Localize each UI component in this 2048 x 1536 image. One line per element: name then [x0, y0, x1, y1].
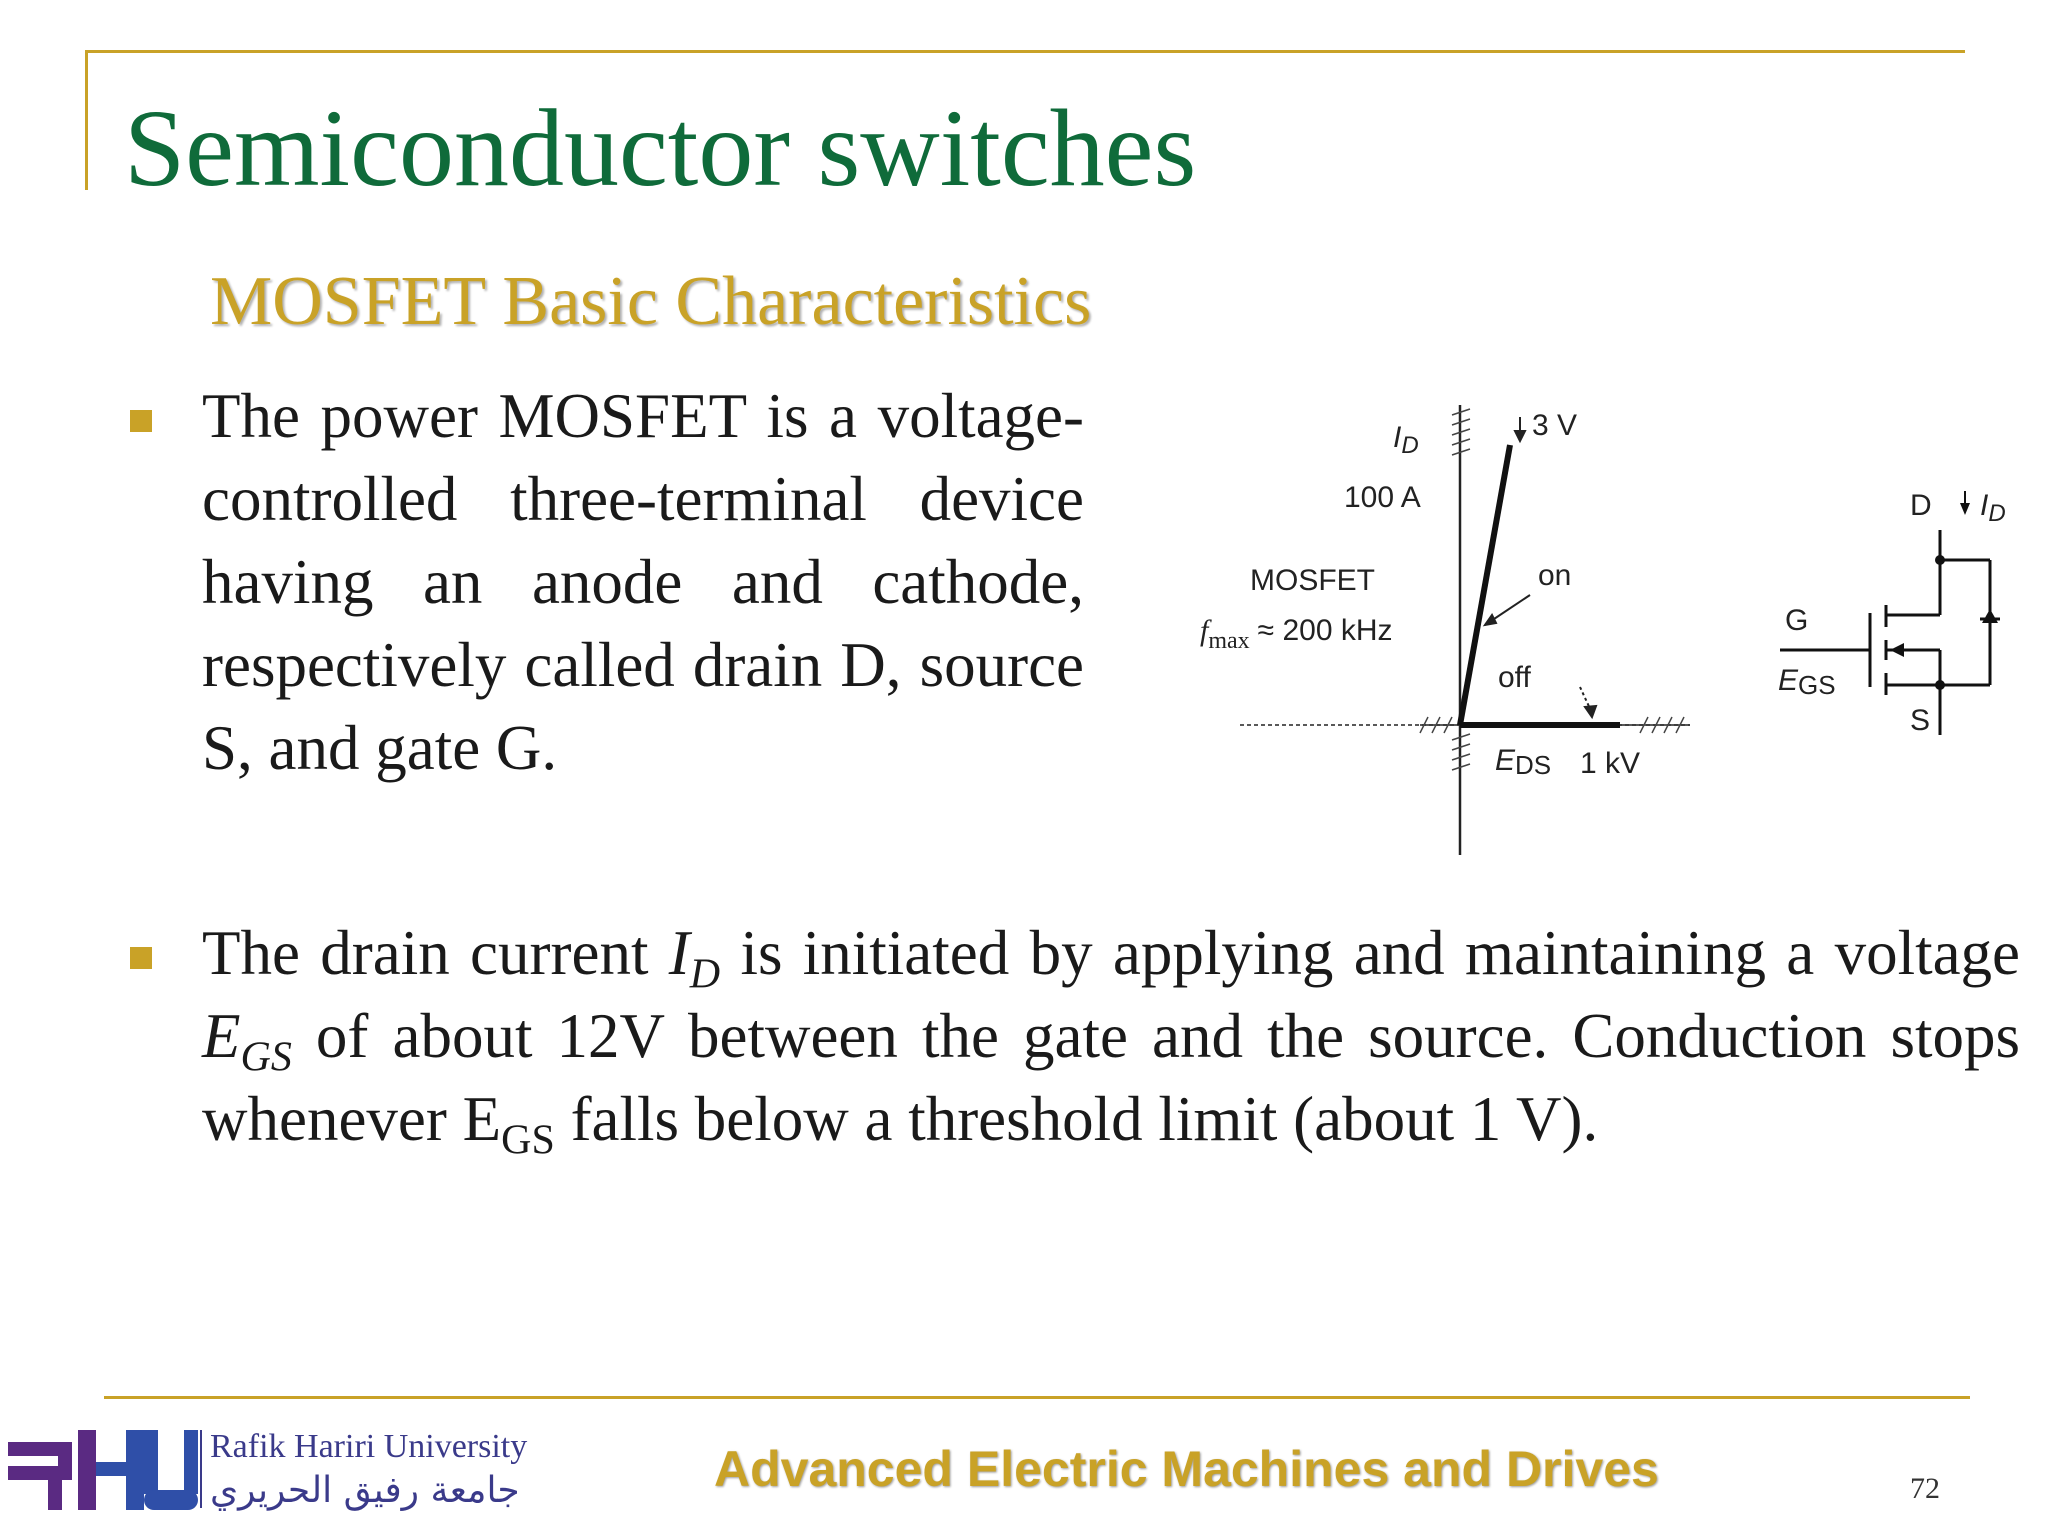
eds-axis-label: EDS [1495, 744, 1551, 780]
top-border-line [85, 50, 1965, 53]
gate-terminal-label: G [1785, 604, 1808, 637]
bullet-marker-1 [130, 410, 152, 432]
fmax-label: fmax≈ 200 kHz [1200, 614, 1393, 654]
drain-terminal-label: D [1910, 489, 1932, 522]
university-name-arabic: جامعة رفيق الحريري [210, 1470, 520, 1511]
rhu-logo-r [8, 1442, 72, 1510]
mosfet-symbol [1780, 530, 2000, 735]
gate-voltage-label: 3 V [1532, 409, 1577, 442]
current-rating-label: 100 A [1344, 481, 1421, 514]
source-terminal-label: S [1910, 704, 1930, 737]
off-label: off [1498, 661, 1531, 694]
slide-title: Semiconductor switches [124, 87, 1197, 209]
course-title: Advanced Electric Machines and Drives [714, 1441, 1659, 1497]
left-border-line [85, 50, 88, 190]
id-symbol-label: ID [1980, 489, 2006, 527]
slide-subtitle: MOSFET Basic Characteristics [210, 263, 1092, 340]
axis-hatching [1419, 408, 1685, 771]
logo-separator [200, 1430, 202, 1508]
egs-symbol-label: EGS [1778, 664, 1836, 700]
page-number: 72 [1910, 1472, 1940, 1505]
rhu-logo-u [144, 1430, 198, 1510]
id-axis-label: ID [1393, 421, 1419, 459]
device-name-label: MOSFET [1250, 564, 1375, 597]
rhu-logo [8, 1430, 198, 1510]
label-arrows [1482, 417, 1598, 720]
gate-voltage-symbol: EGS [202, 1001, 292, 1081]
bullet-text-1: The power MOSFET is a voltage-controlled… [202, 381, 1084, 783]
bullet-marker-2 [130, 947, 152, 969]
on-state-line [1457, 444, 1513, 726]
university-name-english: Rafik Hariri University [210, 1428, 528, 1465]
mosfet-characteristic-diagram: ID 3 V 100 A MOSFET fmax≈ 200 kHz on off… [1200, 405, 2006, 855]
rhu-logo-h [78, 1430, 144, 1510]
voltage-rating-label: 1 kV [1580, 747, 1640, 780]
bullet-text-2: The drain current ID is initiated by app… [202, 918, 2020, 1164]
on-label: on [1538, 559, 1571, 592]
mosfet-symbol-fills [1890, 503, 1998, 690]
footer-divider [104, 1396, 1970, 1399]
drain-current-symbol: ID [668, 918, 721, 998]
